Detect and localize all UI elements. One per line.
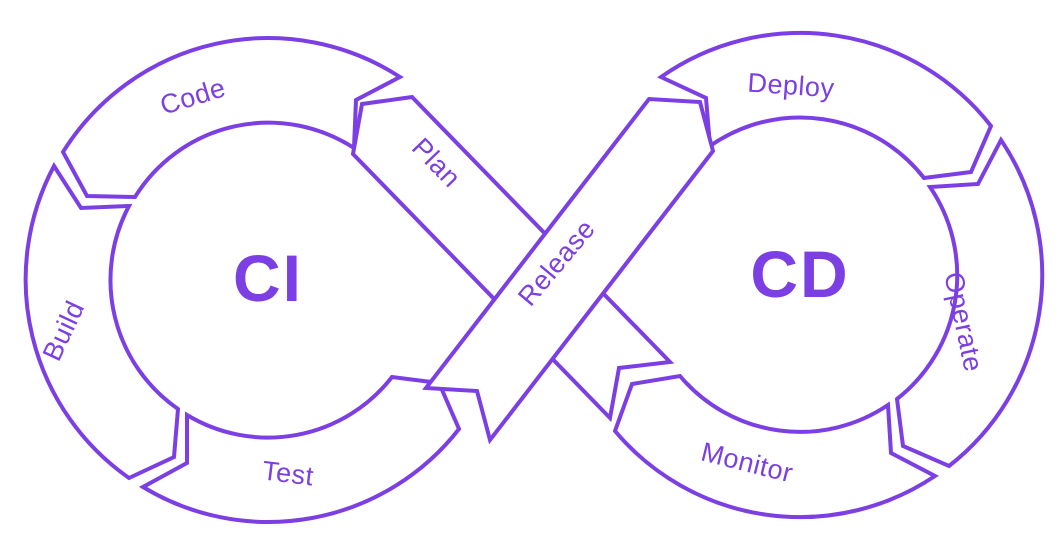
code-arrow-segment	[60, 36, 404, 200]
deploy-arrow-segment	[657, 30, 994, 181]
test-arrow-segment	[138, 374, 462, 524]
monitor-arrow-segment	[612, 373, 939, 520]
release-arrow-band	[422, 96, 716, 445]
segment-label-deploy: Deploy	[746, 67, 836, 104]
cd-title: CD	[750, 237, 850, 311]
build-arrow-segment	[23, 162, 181, 481]
ci-title: CI	[233, 241, 303, 315]
segment-label-test: Test	[260, 455, 316, 492]
operate-arrow-segment	[894, 136, 1045, 469]
plan-arrow-band	[350, 94, 675, 423]
